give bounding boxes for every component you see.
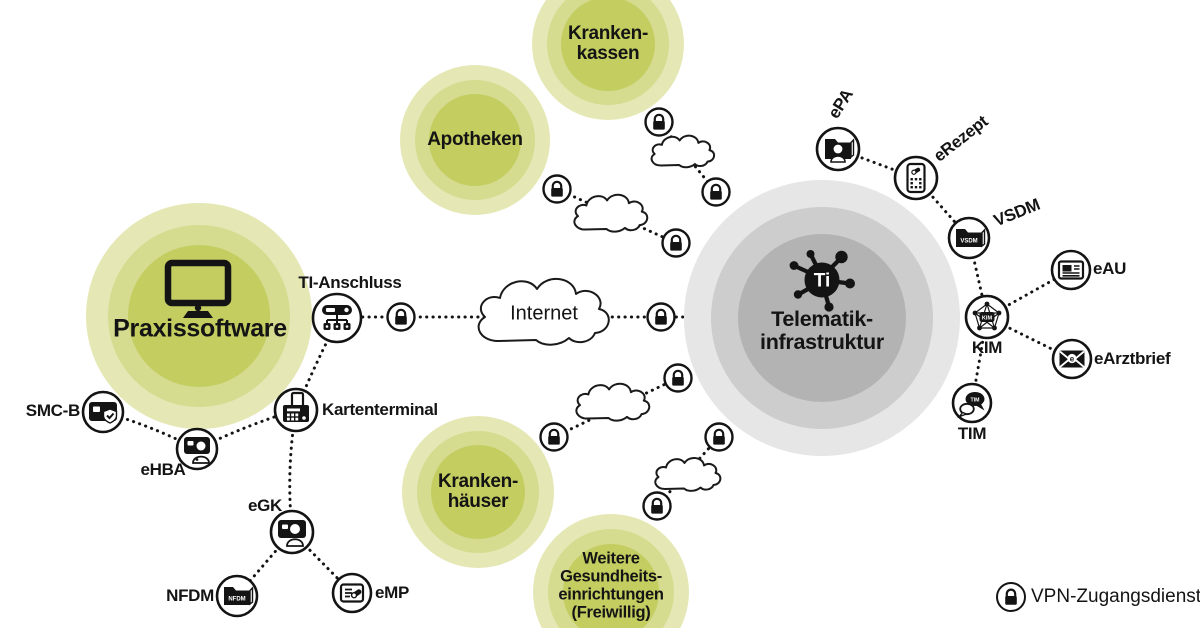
- clouds: [479, 136, 721, 491]
- chat-bubbles-icon: TIM: [957, 392, 985, 418]
- internet-cloud: [479, 279, 609, 345]
- folder-person-icon: [825, 138, 855, 163]
- nfdm-node: NFDM: [215, 574, 259, 618]
- earztbrief-node: e: [1051, 338, 1093, 380]
- emp-node: [331, 572, 373, 614]
- praxissoftware-label: Praxissoftware: [113, 314, 287, 343]
- cloud-weitere: [655, 458, 720, 491]
- vpn-lock-icon: [644, 107, 674, 137]
- ti-logo-icon: Ti: [789, 250, 855, 312]
- nfdm-icon-text: NFDM: [228, 597, 245, 603]
- internet-label: Internet: [510, 302, 578, 325]
- weitere-line3: einrichtungen: [558, 586, 664, 604]
- vpn-lock-icon: [661, 228, 691, 258]
- smc-b-node: [81, 390, 125, 434]
- link-kim-tim: [970, 315, 989, 405]
- telematik-line2: infrastruktur: [760, 330, 884, 354]
- vpn-lock-icon: [701, 177, 731, 207]
- tim-node: TIM: [951, 382, 993, 424]
- hub-circle-praxissoftware: [86, 203, 312, 429]
- apotheken-label: Apotheken: [427, 128, 523, 150]
- vpn-zugangsdienst-legend-label: VPN-Zugangsdienst: [1031, 586, 1200, 607]
- folder-icon: VSDM: [956, 228, 986, 248]
- tim-label: TIM: [957, 424, 987, 443]
- krankenkassen-line1: Kranken-: [568, 22, 648, 44]
- vpn-locks: [386, 107, 734, 521]
- card-person-icon: [278, 520, 306, 547]
- envelope-icon: e: [1059, 350, 1085, 368]
- vsdm-icon-text: VSDM: [960, 239, 977, 245]
- kim-icon-text: KIM: [982, 316, 993, 322]
- medication-plan-icon: [339, 583, 365, 603]
- monitor-icon: [164, 259, 232, 318]
- sector-circle-apotheken: [400, 65, 550, 215]
- epa-node: [815, 126, 861, 172]
- vpn-lock-icon: [386, 302, 416, 332]
- weitere-line1: Weitere: [582, 549, 640, 568]
- link-krankenhaeuser-ti: [552, 376, 680, 439]
- vpn-lock-icon: [642, 491, 672, 521]
- cloud-apotheken: [574, 195, 647, 232]
- kartenterminal-node: [273, 387, 319, 433]
- sector-circle-krankenkassen: [532, 0, 684, 120]
- sector-circle-krankenhaeuser: [402, 416, 554, 568]
- card-doctor-icon: [184, 437, 210, 464]
- qr-code: [910, 178, 922, 189]
- cloud-krankenhaeuser: [576, 384, 649, 421]
- smc-b-label: SMC-B: [25, 401, 81, 420]
- krankenhaeuser-line2: häuser: [447, 491, 509, 512]
- smartphone-prescription-icon: [906, 162, 926, 194]
- card-reader-icon: [283, 391, 309, 422]
- egk-label: eGK: [247, 496, 283, 515]
- vpn-lock-icon: [704, 422, 734, 452]
- emp-label: eMP: [375, 583, 410, 602]
- sector-circle-weitere-gesundheitseinrichtungen: [533, 514, 689, 628]
- kim-node: KIM: [964, 294, 1010, 340]
- telematikinfrastruktur-label: Telematik- infrastruktur: [760, 306, 884, 354]
- vpn-lock-icon: [663, 363, 693, 393]
- ti-logo-text: Ti: [814, 271, 831, 292]
- ti-anschluss-node: [311, 292, 363, 344]
- legend-vpn-lock-icon: [996, 582, 1026, 612]
- eau-node: [1050, 249, 1092, 291]
- krankenkassen-label: Kranken- kassen: [568, 22, 648, 64]
- erezept-node: [893, 155, 939, 201]
- tim-icon-text: TIM: [971, 397, 980, 403]
- weitere-label: Weitere Gesundheits- einrichtungen (Frei…: [558, 550, 663, 623]
- earztbrief-label: eArztbrief: [1094, 349, 1171, 368]
- ehba-node: [175, 427, 219, 471]
- vpn-lock-icon: [646, 302, 676, 332]
- folder-icon: NFDM: [224, 586, 254, 606]
- krankenkassen-line2: kassen: [576, 43, 640, 64]
- weitere-note: (Freiwillig): [571, 604, 651, 623]
- card-shield-icon: [89, 402, 118, 424]
- certificate-card-icon: [1057, 260, 1085, 280]
- weitere-line2: Gesundheits-: [560, 567, 662, 586]
- hub-circle-telematikinfrastruktur: Ti: [684, 180, 960, 456]
- vpn-lock-icon: [539, 422, 569, 452]
- krankenhaeuser-label: Kranken- häuser: [438, 470, 518, 512]
- telematik-line1: Telematik-: [771, 306, 873, 331]
- eau-label: eAU: [1093, 259, 1127, 278]
- nfdm-label: NFDM: [166, 586, 214, 605]
- krankenhaeuser-line1: Kranken-: [438, 470, 518, 492]
- ti-anschluss-label: TI-Anschluss: [298, 273, 402, 292]
- vpn-lock-icon: [542, 174, 572, 204]
- earztbrief-icon-text: e: [1070, 354, 1075, 363]
- router-icon: [322, 305, 352, 330]
- ehba-label: eHBA: [140, 460, 186, 479]
- egk-node: [269, 509, 315, 555]
- network-mesh-icon: KIM: [972, 301, 1002, 331]
- kartenterminal-label: Kartenterminal: [322, 400, 438, 419]
- kim-label: KIM: [971, 338, 1003, 357]
- vsdm-node: VSDM: [947, 216, 991, 260]
- cloud-krankenkassen: [652, 136, 714, 168]
